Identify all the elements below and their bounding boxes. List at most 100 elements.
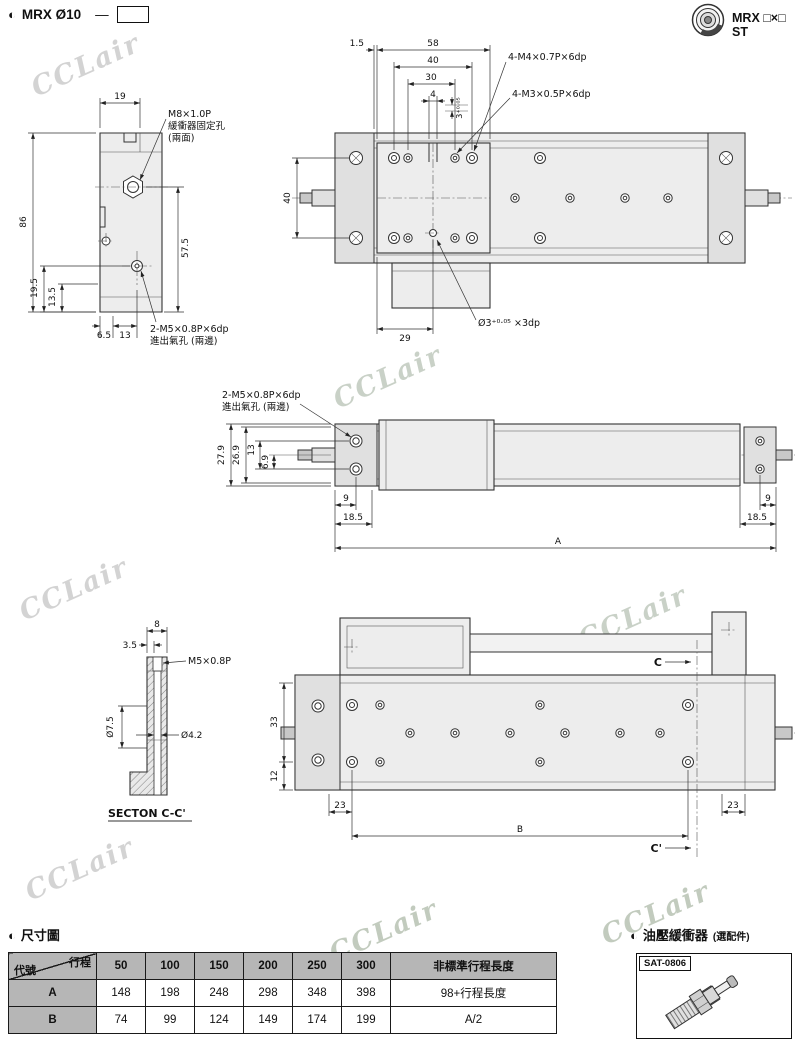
left-rod-thread bbox=[280, 726, 296, 740]
set-screw-icon bbox=[615, 728, 625, 738]
model-code-box bbox=[116, 6, 149, 23]
table-corner-cell: 行程 代號 bbox=[8, 952, 97, 980]
dim-3-5: 3.5 bbox=[123, 641, 162, 653]
table-cell: 148 bbox=[96, 979, 146, 1007]
dim-B-label: B bbox=[517, 825, 523, 835]
dim-9-right: 9 bbox=[759, 475, 776, 510]
dim-40-top: 40 bbox=[394, 56, 472, 69]
m8-thread-label: M8×1.0P bbox=[168, 109, 211, 120]
col-header-100: 100 bbox=[145, 952, 195, 980]
dim-3: 3⁺⁰·⁰⁵ bbox=[445, 97, 468, 119]
screw-icon bbox=[535, 757, 545, 767]
dim-d7-5: Ø7.5 bbox=[105, 705, 147, 749]
table-cell: 398 bbox=[341, 979, 391, 1007]
screw-icon bbox=[375, 757, 385, 767]
side-view: 19 86 57.5 19.5 bbox=[19, 92, 229, 347]
shock-absorber-drawing bbox=[665, 975, 739, 1030]
side-top-slot bbox=[123, 132, 137, 143]
dim-40-top-label: 40 bbox=[427, 56, 439, 66]
bottom-slide-block bbox=[339, 617, 471, 676]
bullet-icon: ◐ bbox=[8, 7, 16, 22]
absorber-subtitle: (選配件) bbox=[712, 932, 750, 943]
top-m5-note-label: 進出氣孔 (兩邊) bbox=[222, 401, 289, 413]
dim-1-5-label: 1.5 bbox=[350, 39, 364, 49]
air-port-icon bbox=[311, 753, 325, 767]
dim-23-left: 23 bbox=[328, 770, 353, 840]
screw-icon bbox=[719, 151, 733, 165]
dash-separator: — bbox=[95, 7, 109, 22]
dim-9-left: 9 bbox=[334, 477, 357, 552]
m8-note1-label: 緩衝器固定孔 bbox=[168, 120, 226, 132]
corner-code-label: 代號 bbox=[14, 965, 36, 977]
dimension-table-title: 尺寸圖 bbox=[20, 928, 60, 943]
side-m5-label: 2-M5×0.8P×6dp bbox=[150, 324, 229, 335]
section-view: 8 3.5 M5×0.8P Ø7.5 Ø4.2 bbox=[105, 620, 231, 822]
section-marker-c-prime: C' bbox=[651, 842, 691, 855]
dim-18-5-right: 18.5 bbox=[739, 487, 776, 528]
m4-screw-icon bbox=[388, 232, 400, 244]
set-screw-icon bbox=[505, 728, 515, 738]
section-c-prime-label: C' bbox=[651, 842, 662, 855]
col-header-50: 50 bbox=[96, 952, 146, 980]
dim-18-5-left: 18.5 bbox=[335, 490, 373, 528]
absorber-section-title: ◐ 油壓緩衝器 (選配件) bbox=[630, 925, 750, 944]
m8-note2-label: (兩面) bbox=[168, 133, 194, 144]
dim-57-5: 57.5 bbox=[146, 186, 191, 313]
col-header-300: 300 bbox=[341, 952, 391, 980]
dim-26-9-label: 26.9 bbox=[232, 445, 242, 465]
set-screw-icon bbox=[655, 728, 665, 738]
dim-26-9: 26.9 bbox=[232, 426, 331, 484]
dim-18-5-right-label: 18.5 bbox=[747, 513, 767, 523]
screw-icon bbox=[349, 231, 363, 245]
dim-58: 58 bbox=[377, 39, 490, 52]
dim-40-left: 40 bbox=[283, 157, 350, 239]
dim-8: 8 bbox=[146, 620, 168, 653]
label-4m3: 4-M3×0.5P×6dp bbox=[456, 89, 591, 154]
table-cell: 348 bbox=[292, 979, 342, 1007]
section-m5-label: M5×0.8P bbox=[188, 656, 231, 667]
shock-absorber-box: SAT-0806 bbox=[636, 953, 792, 1039]
screw-icon bbox=[682, 756, 694, 768]
right-rod-thread bbox=[774, 726, 793, 740]
top-m5-label: 2-M5×0.8P×6dp bbox=[222, 390, 301, 401]
dim-3-5-label: 3.5 bbox=[123, 641, 137, 651]
m4-holes-label: 4-M4×0.7P×6dp bbox=[508, 52, 587, 63]
dim-13-label: 13 bbox=[119, 331, 130, 341]
side-part-outline bbox=[99, 132, 163, 313]
label-m8-port: M8×1.0P 緩衝器固定孔 (兩面) bbox=[139, 109, 226, 181]
dim-d4-2: Ø4.2 bbox=[136, 730, 202, 741]
dim-19-5-label: 19.5 bbox=[30, 278, 40, 298]
screw-icon bbox=[755, 436, 765, 446]
air-port-icon bbox=[349, 462, 363, 476]
label-4m4: 4-M4×0.7P×6dp bbox=[473, 52, 587, 152]
right-rod-thread bbox=[767, 192, 781, 204]
table-cell: 98+行程長度 bbox=[390, 979, 557, 1007]
page-title: MRX Ø10 bbox=[21, 7, 82, 22]
label-top-m5-port: 2-M5×0.8P×6dp 進出氣孔 (兩邊) bbox=[222, 390, 352, 438]
dim-B: B bbox=[352, 770, 689, 840]
dim-d4-2-label: Ø4.2 bbox=[181, 730, 202, 741]
screw-icon bbox=[534, 232, 546, 244]
screw-icon bbox=[535, 700, 545, 710]
dim-23-right-label: 23 bbox=[727, 801, 738, 811]
dim-33: 33 bbox=[270, 682, 293, 763]
col-header-150: 150 bbox=[194, 952, 244, 980]
section-title: SECTON C-C' bbox=[108, 807, 186, 820]
dim-29-label: 29 bbox=[399, 334, 411, 344]
rod-end-plate bbox=[711, 611, 747, 676]
screw-icon bbox=[682, 699, 694, 711]
dim-19: 19 bbox=[99, 92, 141, 128]
right-rod-thread bbox=[775, 449, 793, 461]
set-screw-icon bbox=[405, 728, 415, 738]
screw-icon bbox=[719, 231, 733, 245]
page-header: ◐ MRX Ø10 — bbox=[8, 6, 149, 23]
row-code-B: B bbox=[8, 1006, 97, 1034]
label-side-m5-port: 2-M5×0.8P×6dp 進出氣孔 (兩邊) bbox=[140, 270, 229, 347]
dim-57-5-label: 57.5 bbox=[181, 238, 191, 258]
dim-13-top-label: 13 bbox=[247, 444, 257, 455]
dim-6-9-label: 6.9 bbox=[261, 455, 271, 470]
air-port-icon bbox=[311, 699, 325, 713]
side-left-notch bbox=[100, 206, 106, 228]
set-screw-icon bbox=[565, 193, 575, 203]
corner-stroke-label: 行程 bbox=[69, 957, 91, 969]
